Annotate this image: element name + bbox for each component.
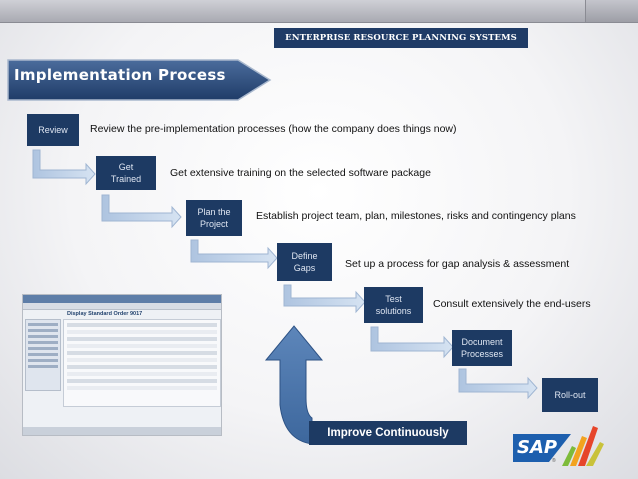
section-title: Implementation Process [14, 66, 226, 84]
step-arrow-1 [32, 149, 96, 186]
step-box-roll-out: Roll-out [542, 378, 598, 412]
inset-nav [25, 319, 61, 391]
step-arrow-4 [283, 284, 366, 314]
step-desc-test-solutions: Consult extensively the end-users [433, 298, 591, 310]
sap-registered-mark: ® [552, 458, 556, 464]
step-box-document-processes: Document Processes [452, 330, 512, 366]
inset-table [63, 319, 221, 407]
step-desc-get-trained: Get extensive training on the selected s… [170, 167, 431, 179]
step-box-plan-project: Plan the Project [186, 200, 242, 236]
step-arrow-3 [190, 239, 278, 270]
step-arrow-5 [370, 326, 454, 359]
step-box-define-gaps: Define Gaps [277, 243, 332, 281]
loop-arrow [264, 325, 324, 445]
step-desc-review: Review the pre-implementation processes … [90, 123, 457, 135]
top-bar-tab [585, 0, 638, 22]
title-arrow [7, 59, 272, 101]
dynamics-logo-icon [562, 426, 604, 466]
title-banner: ENTERPRISE RESOURCE PLANNING SYSTEMS [274, 28, 528, 48]
improve-continuously-box: Improve Continuously [309, 421, 467, 445]
erp-screenshot-inset: Display Standard Order 9017 [22, 294, 222, 436]
step-arrow-6 [458, 368, 538, 400]
step-desc-define-gaps: Set up a process for gap analysis & asse… [345, 258, 570, 270]
step-box-get-trained: Get Trained [96, 156, 156, 190]
inset-title: Display Standard Order 9017 [67, 311, 143, 317]
step-desc-plan-project: Establish project team, plan, milestones… [256, 210, 576, 222]
top-bar [0, 0, 638, 23]
step-box-review: Review [27, 114, 79, 146]
step-arrow-2 [101, 194, 182, 229]
step-box-test-solutions: Test solutions [364, 287, 423, 323]
